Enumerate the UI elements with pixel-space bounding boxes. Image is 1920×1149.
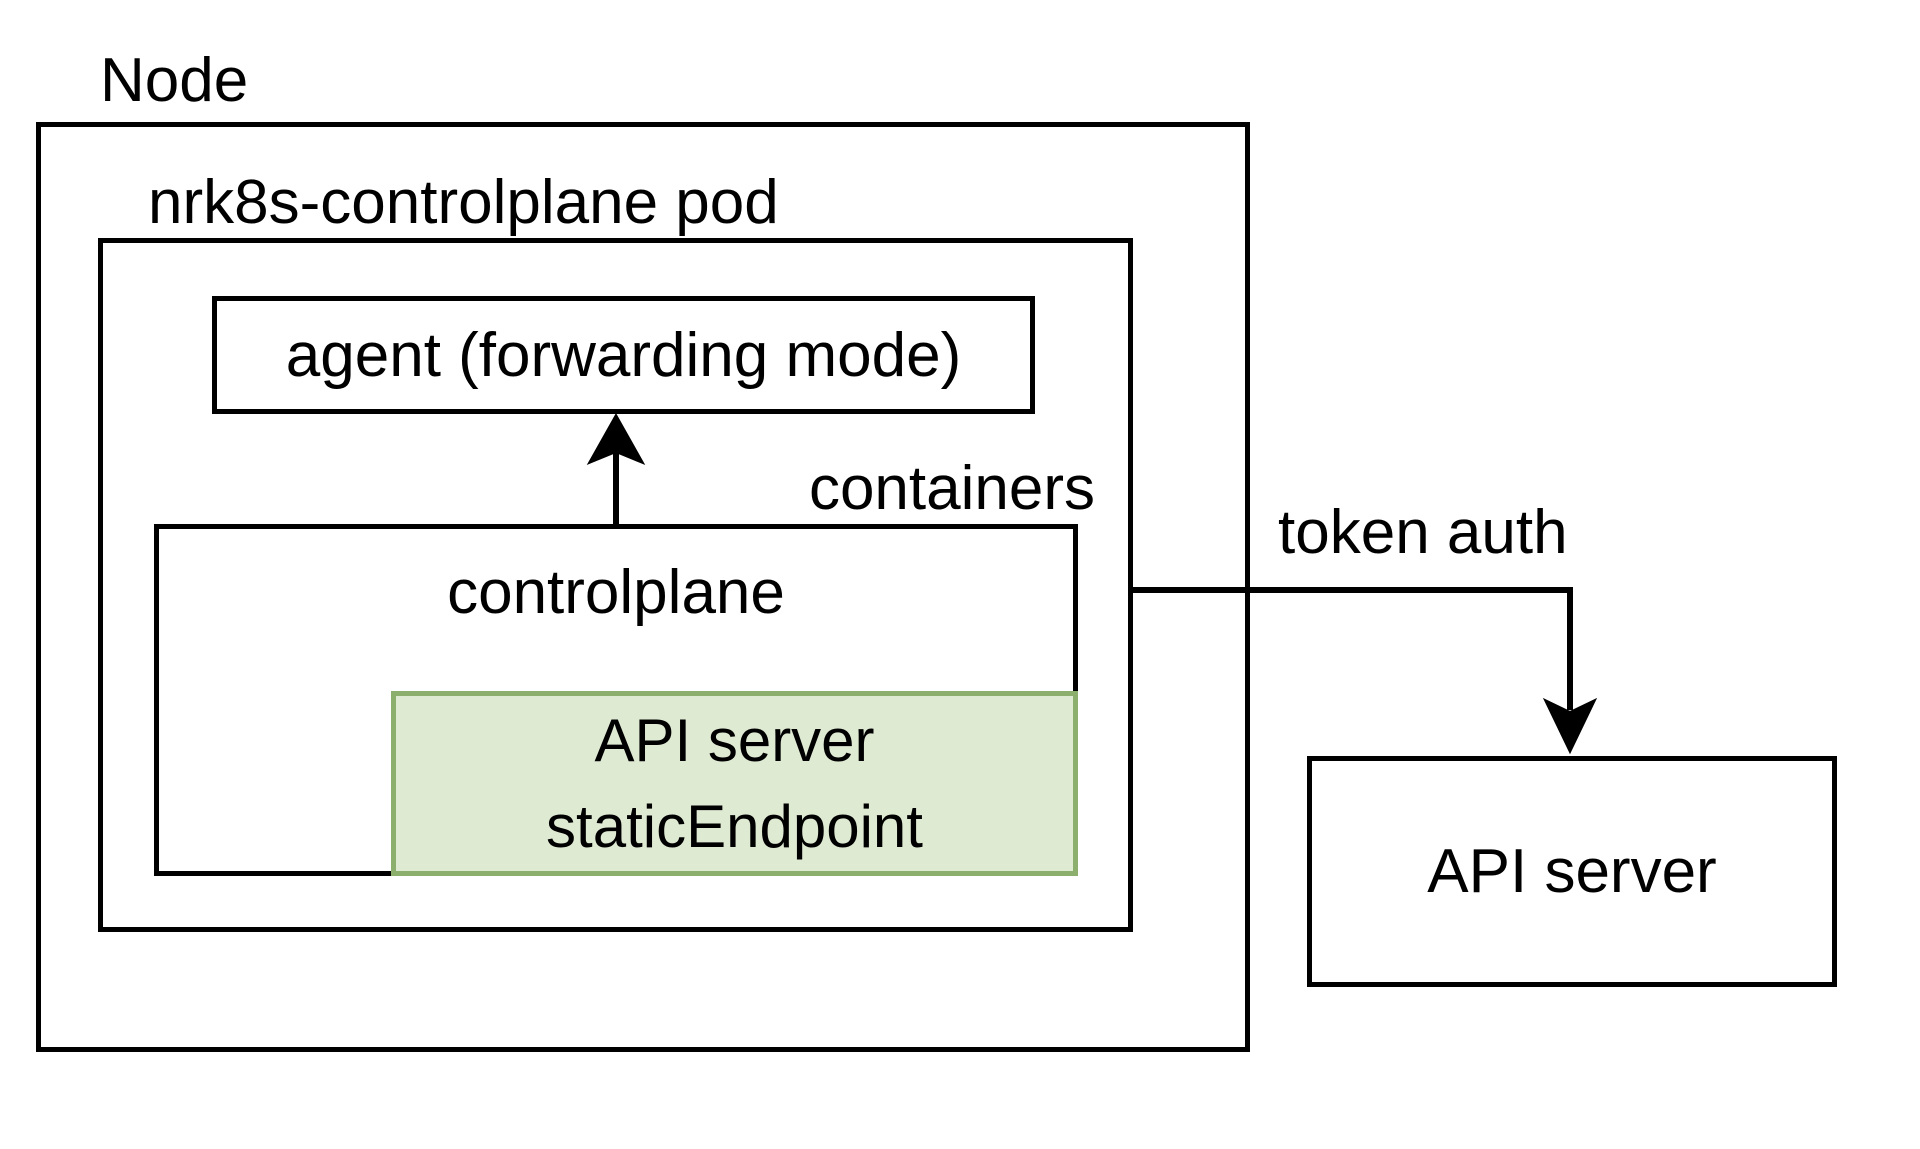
node-label: Node [100,46,249,115]
agent-label: agent (forwarding mode) [285,320,962,390]
controlplane-box: controlplane API server staticEndpoint [154,524,1078,876]
api-server-box: API server [1307,756,1837,987]
pod-label: nrk8s-controlplane pod [148,168,779,237]
token-auth-label: token auth [1278,498,1568,567]
pod-box [98,238,1133,932]
arrow-down-icon [1542,697,1598,755]
agent-box: agent (forwarding mode) [212,296,1035,414]
controlplane-label: controlplane [447,558,785,627]
containers-label: containers [808,454,1095,523]
static-endpoint-line2: staticEndpoint [546,792,923,860]
static-endpoint-box: API server staticEndpoint [391,691,1078,876]
static-endpoint-line1: API server [594,706,875,774]
api-server-label: API server [1427,837,1717,906]
